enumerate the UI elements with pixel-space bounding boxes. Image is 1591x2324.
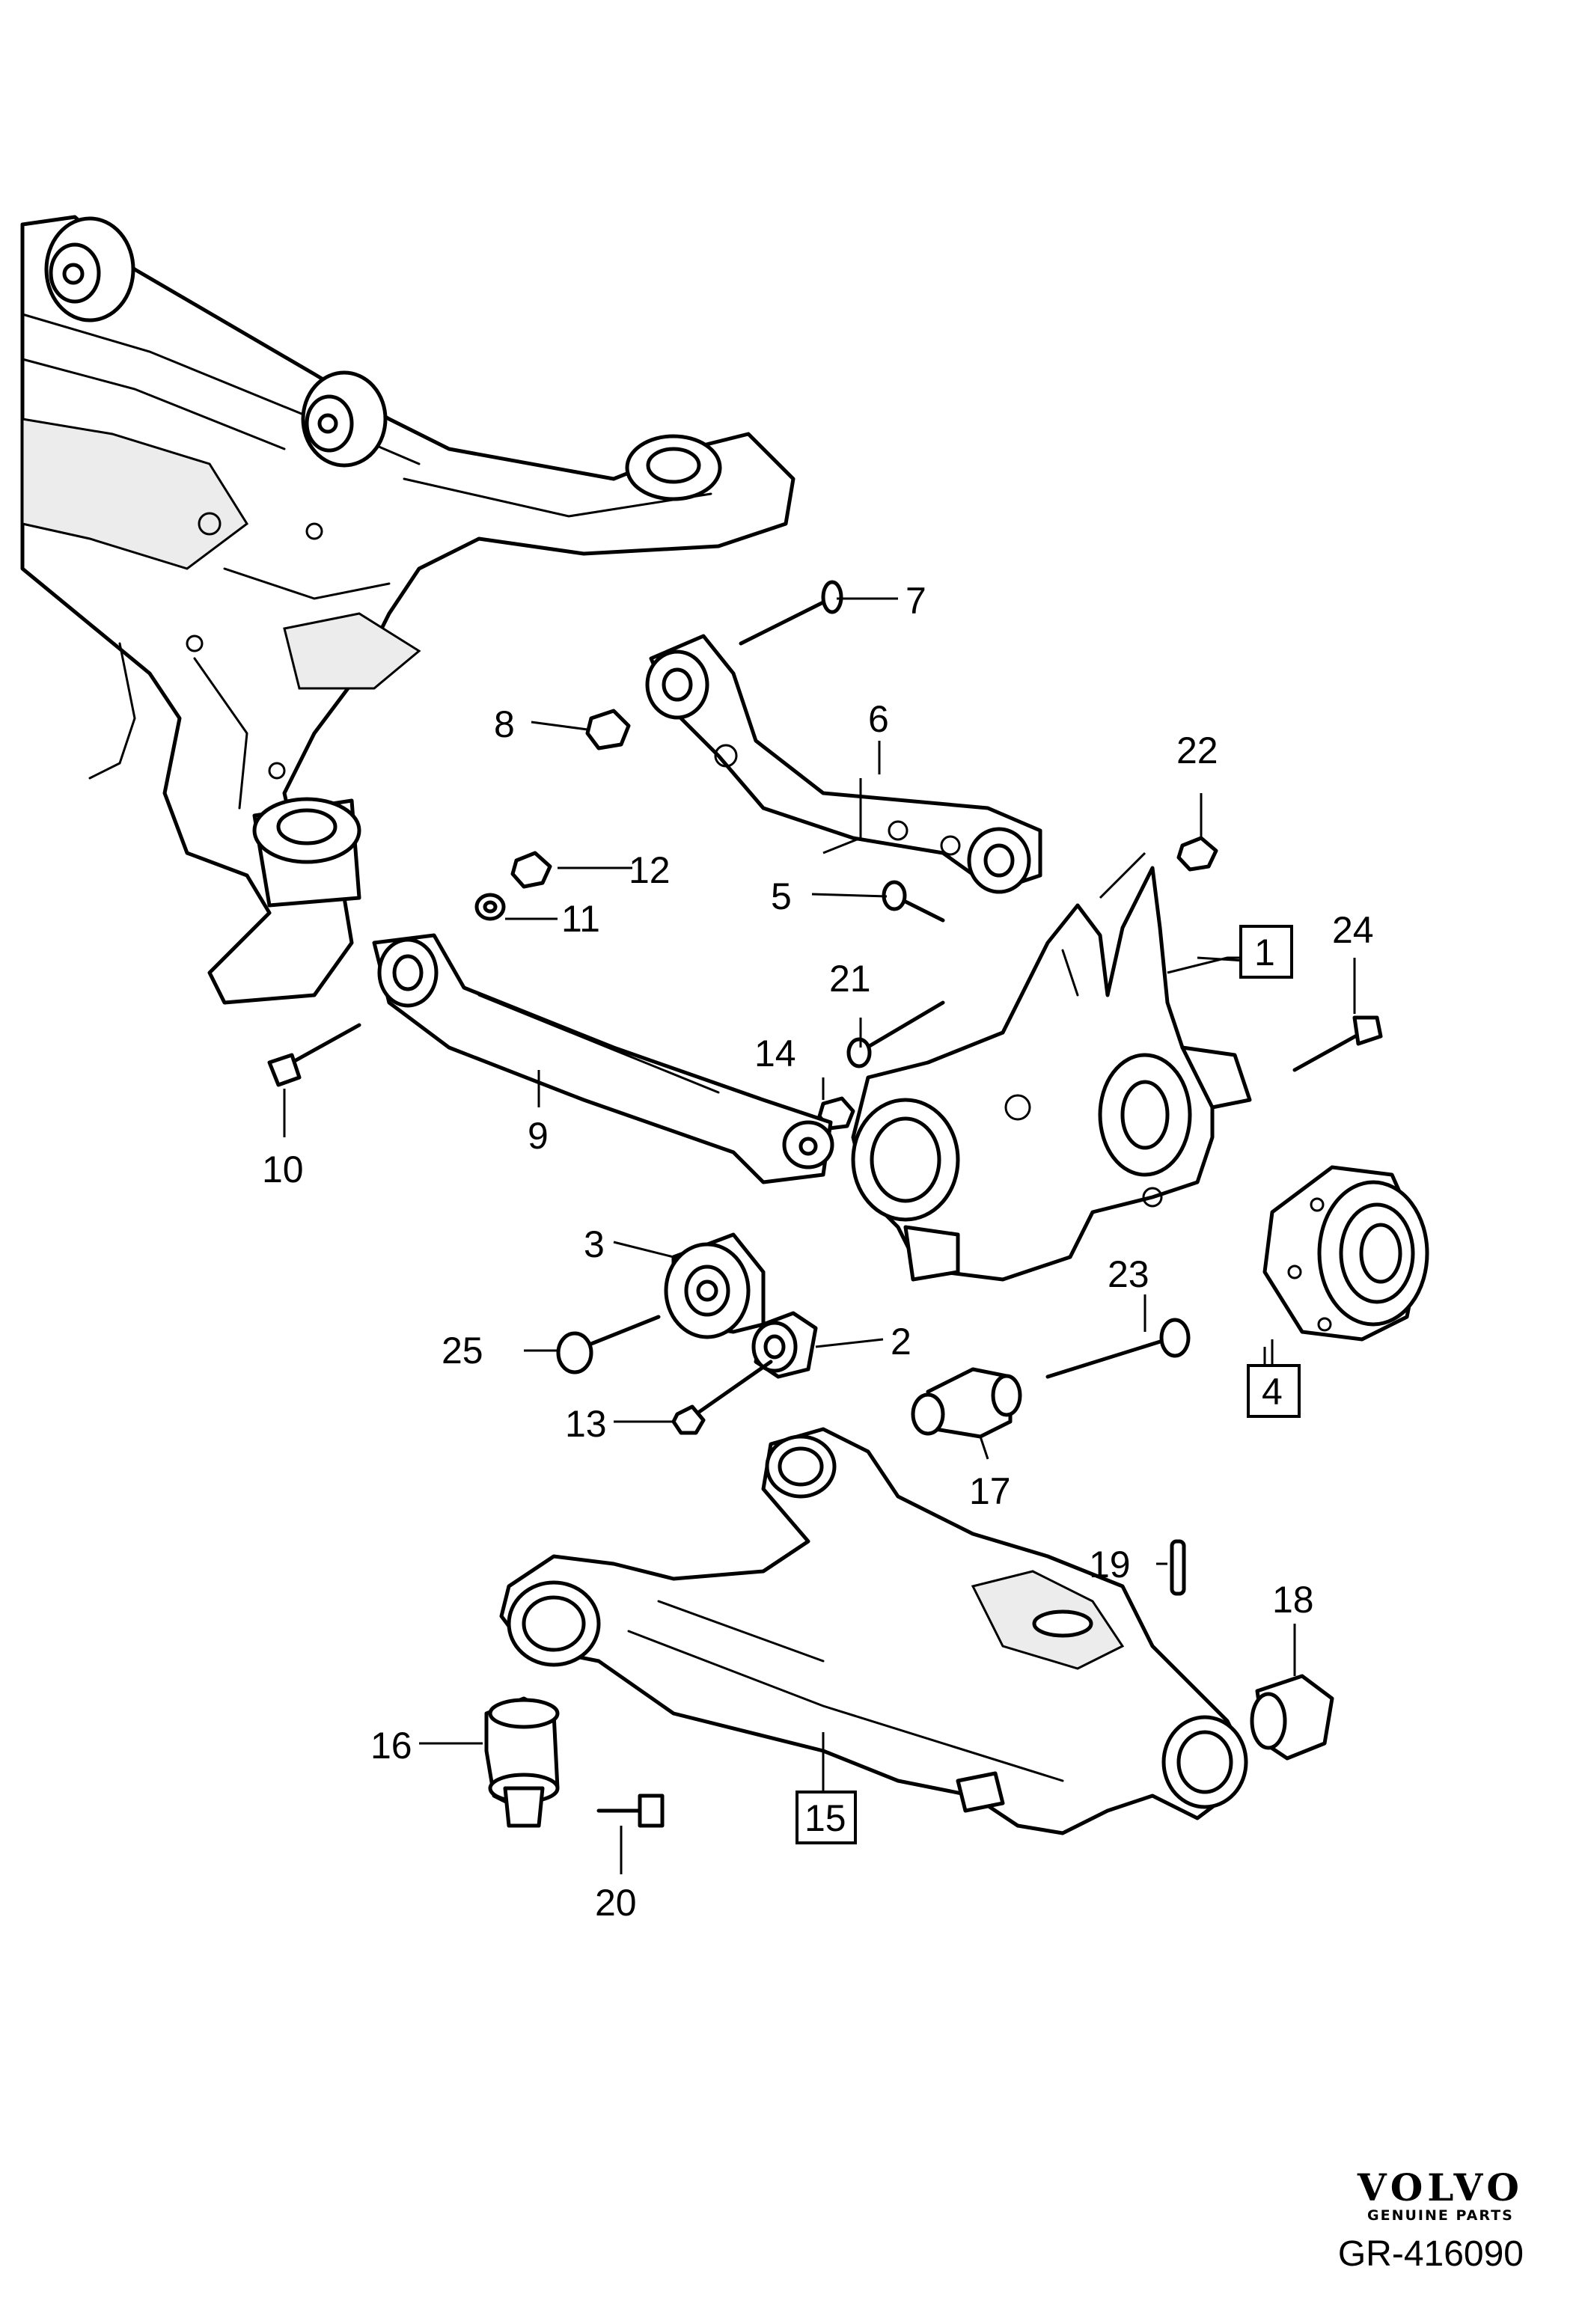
lower-control-arm [499,1427,1248,1835]
volvo-logo: VOLVO GENUINE PARTS [1358,2168,1524,2224]
subframe-mount-top [625,434,722,501]
callout-12: 12 [629,849,671,891]
bolt-24 [1292,1015,1383,1072]
nut-22 [1176,836,1218,872]
callout-11: 11 [561,898,600,940]
callout-4: 4 [1262,1371,1283,1413]
callout-3: 3 [584,1223,605,1265]
bolt-23 [1045,1318,1191,1379]
bushing-16 [484,1696,560,1828]
bushing-2 [751,1311,818,1379]
bolt-20 [596,1794,665,1828]
bolt-7 [739,580,843,646]
callout-6: 6 [868,698,889,740]
pin-19 [1170,1539,1186,1596]
knuckle [851,866,1252,1282]
callout-5: 5 [771,875,792,917]
callout-8: 8 [494,703,515,745]
callout-23: 23 [1108,1253,1149,1295]
callout-24: 24 [1332,909,1374,951]
subframe-bushing-front-right [301,370,388,468]
callout-1: 1 [1254,932,1275,973]
callout-16: 16 [370,1725,412,1767]
callout-17: 17 [969,1470,1011,1512]
callout-19: 19 [1089,1544,1131,1585]
callout-15: 15 [804,1797,846,1839]
bolt-10 [267,1023,361,1087]
callout-13: 13 [565,1403,607,1445]
callout-7: 7 [906,580,926,622]
nut-8 [585,709,631,750]
callout-22: 22 [1176,730,1218,771]
bolt-13 [671,1360,773,1435]
callout-9: 9 [528,1115,549,1157]
bushing-18 [1250,1674,1334,1761]
callout-18: 18 [1272,1579,1314,1621]
upper-control-arm [645,634,1042,894]
bolt-25 [556,1315,661,1374]
subframe-bushing-front-left [44,216,135,322]
bolt-5 [882,880,945,923]
callout-10: 10 [262,1149,304,1190]
lateral-link [372,933,834,1184]
subframe-bushing-rear [252,797,361,908]
callout-25: 25 [442,1330,483,1372]
nut-12 [510,851,552,889]
callout-20: 20 [595,1882,637,1924]
callout-14: 14 [754,1033,796,1074]
callout-labels: 7 8 6 22 5 12 11 1 24 21 14 9 10 3 23 4 … [262,580,1374,1924]
brand-subtitle: GENUINE PARTS [1367,2207,1514,2224]
callout-2: 2 [891,1321,911,1363]
wheel-hub [1262,1165,1429,1342]
callout-21: 21 [829,958,871,1000]
leader-lines [283,597,1356,1874]
subframe [20,215,796,1005]
bushing-17 [911,1367,1022,1439]
washer-11 [474,893,506,921]
bolt-21 [846,1000,945,1068]
bushing-3 [664,1232,766,1339]
brand-name: VOLVO [1357,2165,1524,2210]
drawing-id: GR-416090 [1337,2234,1524,2274]
